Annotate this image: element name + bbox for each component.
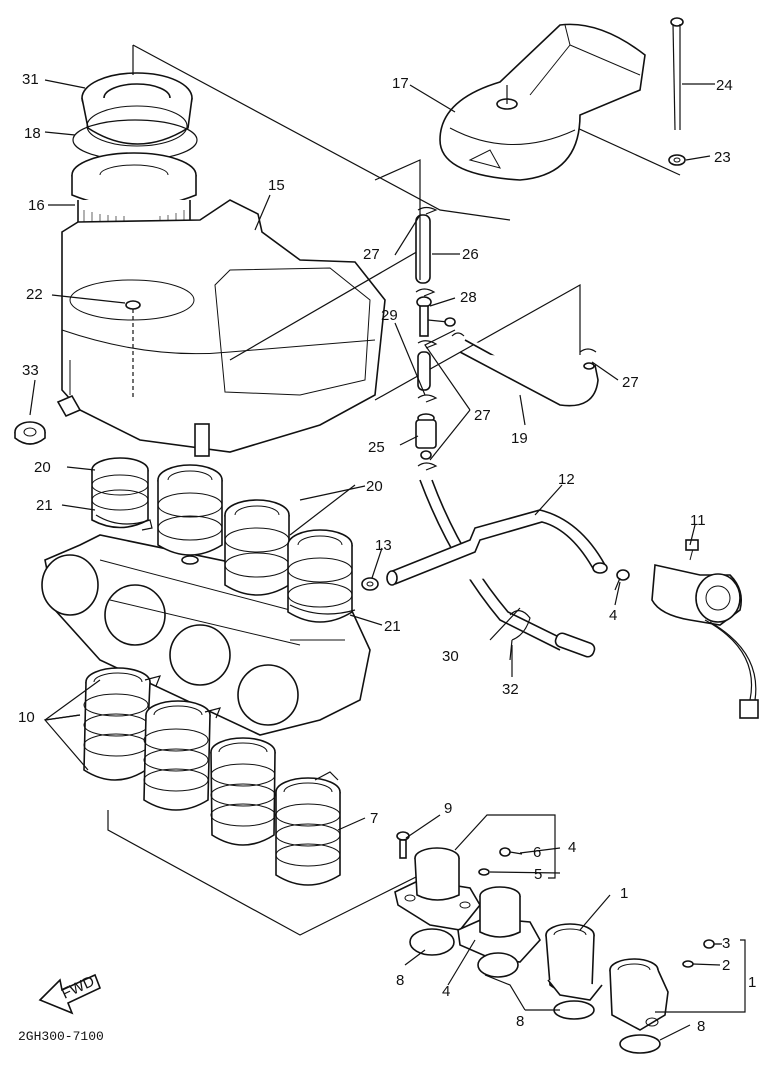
callout-1b: 1 bbox=[748, 974, 756, 991]
callout-26: 26 bbox=[462, 246, 479, 263]
washer-23 bbox=[668, 154, 686, 166]
callout-28: 28 bbox=[460, 289, 477, 306]
screw-22 bbox=[125, 300, 141, 400]
callout-4-upper: 4 bbox=[568, 839, 576, 856]
callout-4-lower: 4 bbox=[442, 983, 450, 1000]
hose-12 bbox=[386, 509, 608, 586]
hose-19 bbox=[459, 339, 599, 407]
small-hardware bbox=[478, 847, 722, 968]
callout-2: 2 bbox=[722, 957, 730, 974]
callout-23: 23 bbox=[714, 149, 731, 166]
intake-manifold-d bbox=[609, 958, 669, 1031]
callout-27a: 27 bbox=[363, 246, 380, 263]
callout-9: 9 bbox=[444, 800, 452, 817]
bolt-24 bbox=[670, 17, 684, 131]
callout-labels: 31 18 16 15 22 33 17 24 23 27 26 28 29 2… bbox=[18, 71, 756, 1035]
clip-mid bbox=[415, 288, 436, 297]
callout-8a: 8 bbox=[396, 972, 404, 989]
callout-24: 24 bbox=[716, 77, 733, 94]
fuel-filter-25 bbox=[415, 413, 438, 471]
callout-20b: 20 bbox=[366, 478, 383, 495]
assembly-lines bbox=[107, 44, 681, 936]
callout-11: 11 bbox=[690, 512, 706, 529]
air-filter-case bbox=[56, 199, 386, 457]
clip-small bbox=[417, 332, 597, 353]
callout-29: 29 bbox=[381, 307, 398, 324]
callout-27b: 27 bbox=[622, 374, 639, 391]
callout-32: 32 bbox=[502, 681, 519, 698]
intake-manifold-c bbox=[545, 923, 603, 1001]
callout-21b: 21 bbox=[384, 618, 401, 635]
forward-arrow: FWD bbox=[38, 973, 102, 1015]
callout-3: 3 bbox=[722, 935, 730, 952]
callout-4-pump: 4 bbox=[609, 607, 617, 624]
air-duct bbox=[439, 23, 646, 181]
air-filter-cap bbox=[81, 72, 193, 147]
callout-33: 33 bbox=[22, 362, 39, 379]
callout-1a: 1 bbox=[620, 885, 628, 902]
intake-joint-20 bbox=[91, 457, 353, 623]
drawing-code: 2GH300-7100 bbox=[18, 1029, 104, 1044]
intake-manifold-a bbox=[394, 847, 481, 931]
callout-21a: 21 bbox=[36, 497, 53, 514]
screw-4-pump bbox=[614, 569, 630, 591]
callout-12: 12 bbox=[558, 471, 575, 488]
callout-30: 30 bbox=[442, 648, 459, 665]
callout-27c: 27 bbox=[474, 407, 491, 424]
callout-8c: 8 bbox=[697, 1018, 705, 1035]
callout-25: 25 bbox=[368, 439, 385, 456]
fuel-pump bbox=[651, 539, 759, 719]
callout-8b: 8 bbox=[516, 1013, 524, 1030]
pipe-26 bbox=[415, 214, 431, 284]
screw-9 bbox=[396, 831, 410, 859]
callout-18: 18 bbox=[24, 125, 41, 142]
clamp-32 bbox=[509, 610, 531, 661]
callout-13: 13 bbox=[375, 537, 392, 554]
callout-15: 15 bbox=[268, 177, 285, 194]
intake-manifold-b bbox=[457, 886, 541, 963]
callout-20a: 20 bbox=[34, 459, 51, 476]
callout-10: 10 bbox=[18, 709, 35, 726]
callout-7: 7 bbox=[370, 810, 378, 827]
callout-16: 16 bbox=[28, 197, 45, 214]
joint-28 bbox=[416, 296, 456, 337]
callout-17: 17 bbox=[392, 75, 409, 92]
callout-31: 31 bbox=[22, 71, 39, 88]
grommet-33 bbox=[14, 421, 46, 445]
clamp-21 bbox=[95, 514, 356, 615]
clip-13 bbox=[361, 577, 379, 591]
callout-19: 19 bbox=[511, 430, 528, 447]
pipe-short bbox=[417, 351, 438, 403]
clip-upper bbox=[417, 206, 438, 215]
callout-22: 22 bbox=[26, 286, 43, 303]
carburetor-boot-10 bbox=[83, 667, 341, 886]
callout-leaders bbox=[29, 79, 746, 1041]
callout-5: 5 bbox=[534, 866, 542, 883]
callout-6: 6 bbox=[533, 844, 541, 861]
